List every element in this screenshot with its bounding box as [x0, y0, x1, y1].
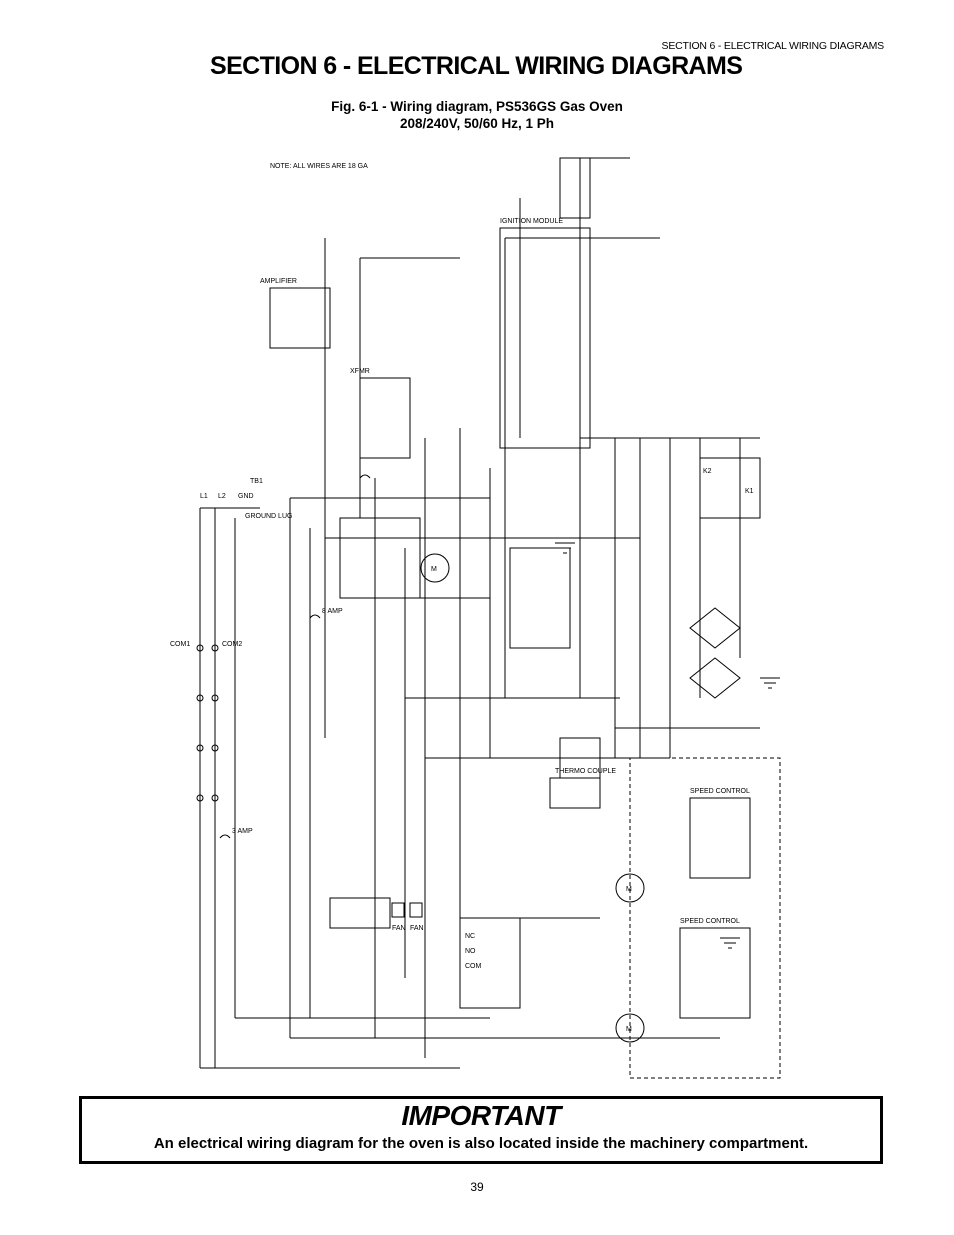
figure-caption-line-1: Fig. 6-1 - Wiring diagram, PS536GS Gas O…: [331, 99, 623, 114]
fan-label-1: FAN: [392, 925, 406, 932]
section-title: SECTION 6 - ELECTRICAL WIRING DIAGRAMS: [210, 52, 743, 80]
notice-title: IMPORTANT: [401, 1100, 561, 1131]
blower-motor-label: M: [431, 566, 437, 573]
amplifier-label: AMPLIFIER: [260, 278, 297, 285]
conveyor-motor-label-1: M: [626, 886, 632, 893]
ground-lug-label: GROUND LUG: [245, 513, 292, 520]
com-label: COM: [465, 963, 482, 970]
no-label: NO: [465, 948, 476, 955]
k2-label: K2: [703, 468, 712, 475]
thermocouple-label: THERMO COUPLE: [555, 768, 616, 775]
xfmr-label: XFMR: [350, 368, 370, 375]
wiring-note: NOTE: ALL WIRES ARE 18 GA: [270, 163, 368, 170]
3-amp-fuse-label: 3 AMP: [232, 828, 253, 835]
l2-label: L2: [218, 493, 226, 500]
figure-caption-line-2: 208/240V, 50/60 Hz, 1 Ph: [399, 116, 555, 131]
running-header: SECTION 6 - ELECTRICAL WIRING DIAGRAMS: [661, 40, 885, 52]
k1-label: K1: [745, 488, 754, 495]
conveyor-motor-label-2: M: [626, 1026, 632, 1033]
notice-text: An electrical wiring diagram for the ove…: [153, 1135, 809, 1152]
gnd-label: GND: [238, 493, 254, 500]
speed-control-label-1: SPEED CONTROL: [690, 788, 750, 795]
ignition-module-label: IGNITION MODULE: [500, 218, 563, 225]
tb1-label: TB1: [250, 478, 263, 485]
nc-label: NC: [465, 933, 475, 940]
l1-label: L1: [200, 493, 208, 500]
important-notice: IMPORTANT An electrical wiring diagram f…: [79, 1096, 883, 1164]
8-amp-fuse-label: 8 AMP: [322, 608, 343, 615]
wiring-diagram-svg: TB1 L1 L2 GND GROUND LUG COM1 COM2 3 AMP…: [170, 157, 781, 1079]
com1-label: COM1: [170, 641, 190, 648]
speed-control-label-2: SPEED CONTROL: [680, 918, 740, 925]
figure-caption: Fig. 6-1 - Wiring diagram, PS536GS Gas O…: [0, 98, 954, 132]
fan-label-2: FAN: [410, 925, 424, 932]
com2-label: COM2: [222, 641, 242, 648]
wiring-diagram: TB1 L1 L2 GND GROUND LUG COM1 COM2 3 AMP…: [160, 138, 800, 1088]
page-number: 39: [470, 1180, 484, 1194]
